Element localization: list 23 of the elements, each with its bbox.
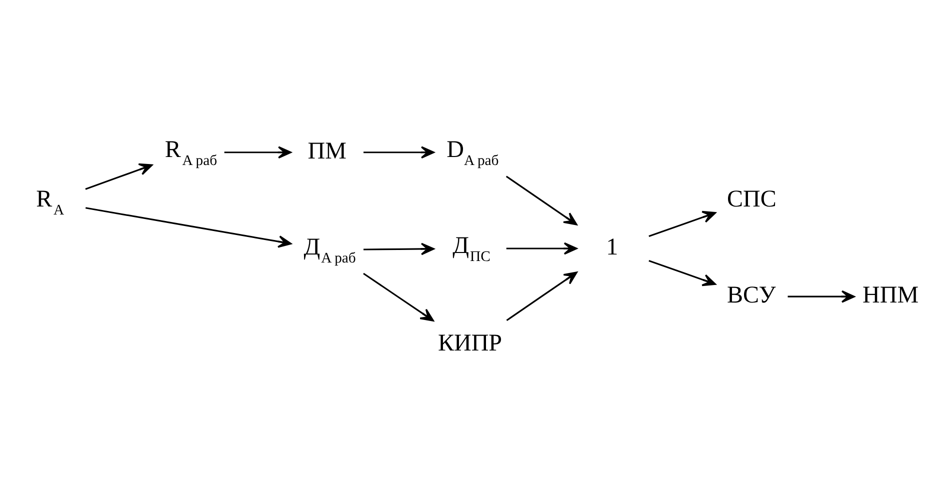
node-text: ПМ [308, 138, 346, 164]
arrow [506, 175, 578, 225]
arrow [506, 242, 578, 254]
node-text: ВСУ [727, 282, 776, 308]
node-text: R$_{A}$ [36, 186, 64, 218]
arrow [648, 260, 716, 286]
node-text: R$_{A раб}$ [164, 136, 218, 168]
node-text: 1 [606, 234, 618, 260]
arrow [788, 290, 855, 302]
arrow [364, 146, 434, 158]
arrow [506, 271, 578, 321]
arrow [224, 146, 292, 158]
node-text: Д$_{A раб}$ [304, 234, 356, 266]
node-text: Д$_{ПС}$ [452, 232, 490, 265]
arrow [85, 162, 153, 190]
node-text: КИПР [438, 330, 502, 356]
node-text: СПС [727, 186, 776, 212]
arrow [648, 210, 716, 236]
node-text: НПМ [862, 282, 919, 308]
node-text: D$_{A раб}$ [446, 136, 499, 168]
arrow [364, 242, 434, 255]
arrow [85, 206, 292, 248]
arrow [363, 272, 434, 321]
